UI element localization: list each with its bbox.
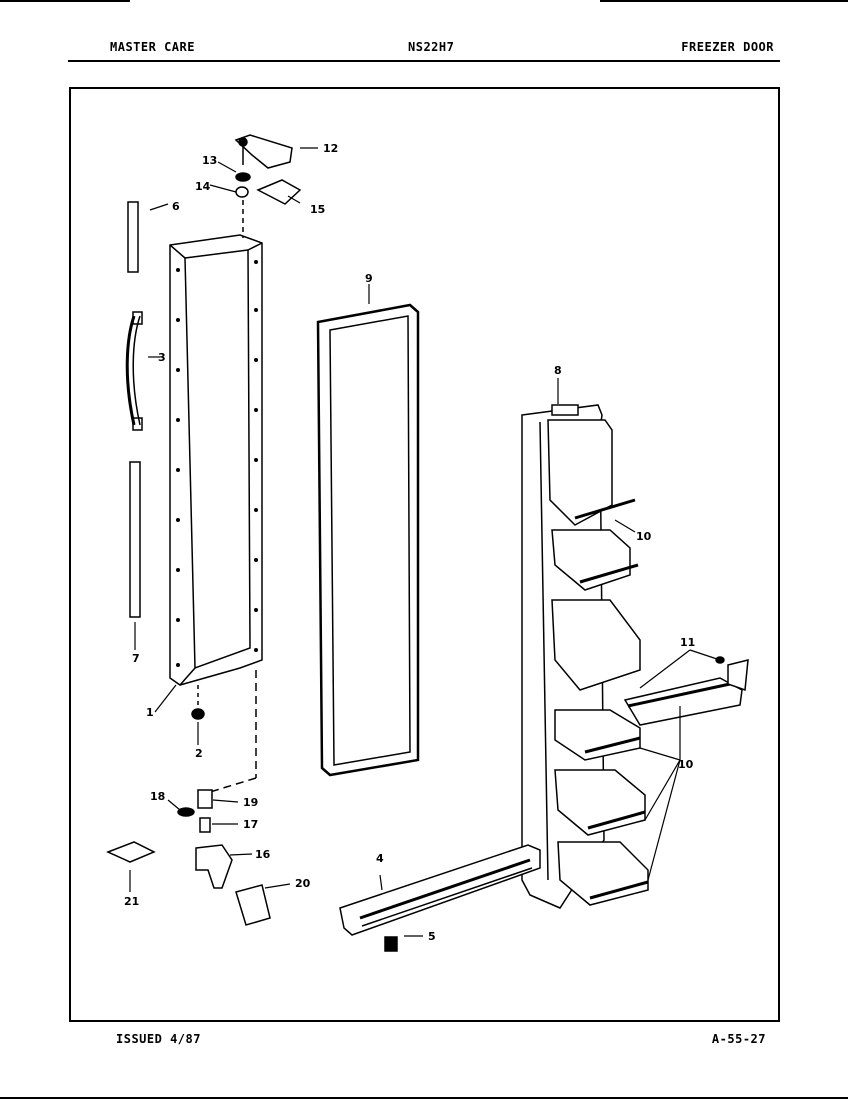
callout-7: 7 bbox=[132, 652, 140, 665]
callout-6: 6 bbox=[172, 200, 180, 213]
callout-10a: 10 bbox=[636, 530, 652, 543]
leader-lines bbox=[129, 147, 721, 937]
callout-10b: 10 bbox=[678, 758, 694, 771]
diagram-frame bbox=[69, 87, 780, 1022]
callout-21: 21 bbox=[124, 895, 139, 908]
part-1-door-frame bbox=[169, 234, 263, 686]
part-6-trim-strip bbox=[127, 201, 139, 273]
header-rule bbox=[68, 60, 780, 62]
callout-16: 16 bbox=[255, 848, 271, 861]
part-9-gasket bbox=[316, 303, 420, 777]
callout-1: 1 bbox=[146, 706, 154, 719]
callout-9: 9 bbox=[365, 272, 373, 285]
top-edge-rule bbox=[0, 0, 130, 2]
callout-2: 2 bbox=[195, 747, 203, 760]
top-edge-rule-right bbox=[600, 0, 848, 2]
footer-issued: ISSUED 4/87 bbox=[116, 1032, 201, 1046]
callout-4: 4 bbox=[376, 852, 384, 865]
part-3-handle bbox=[125, 311, 143, 431]
part-11-shelf-rail bbox=[623, 656, 749, 726]
callout-20: 20 bbox=[295, 877, 311, 890]
part-8-inner-liner bbox=[521, 404, 649, 909]
callout-8: 8 bbox=[554, 364, 562, 377]
parts-top-hinge bbox=[234, 134, 302, 238]
header-brand: MASTER CARE bbox=[110, 40, 195, 54]
footer-page-code: A-55-27 bbox=[711, 1032, 766, 1046]
callout-15: 15 bbox=[310, 203, 325, 216]
callout-14: 14 bbox=[195, 180, 211, 193]
part-4-shelf-rail bbox=[339, 844, 541, 936]
part-7-trim-strip bbox=[129, 461, 141, 618]
header-section: FREEZER DOOR bbox=[681, 40, 774, 54]
callout-19: 19 bbox=[243, 796, 258, 809]
part-5-screw bbox=[384, 936, 398, 952]
callout-11: 11 bbox=[680, 636, 695, 649]
callout-3: 3 bbox=[158, 351, 166, 364]
parts-bottom-hinge bbox=[106, 670, 271, 926]
bottom-edge-rule bbox=[0, 1097, 848, 1099]
callout-17: 17 bbox=[243, 818, 258, 831]
callout-5: 5 bbox=[428, 930, 436, 943]
callout-12: 12 bbox=[323, 142, 338, 155]
callout-18: 18 bbox=[150, 790, 165, 803]
header-model: NS22H7 bbox=[408, 40, 455, 54]
callout-13: 13 bbox=[202, 154, 217, 167]
part-2-bushing bbox=[191, 685, 205, 720]
